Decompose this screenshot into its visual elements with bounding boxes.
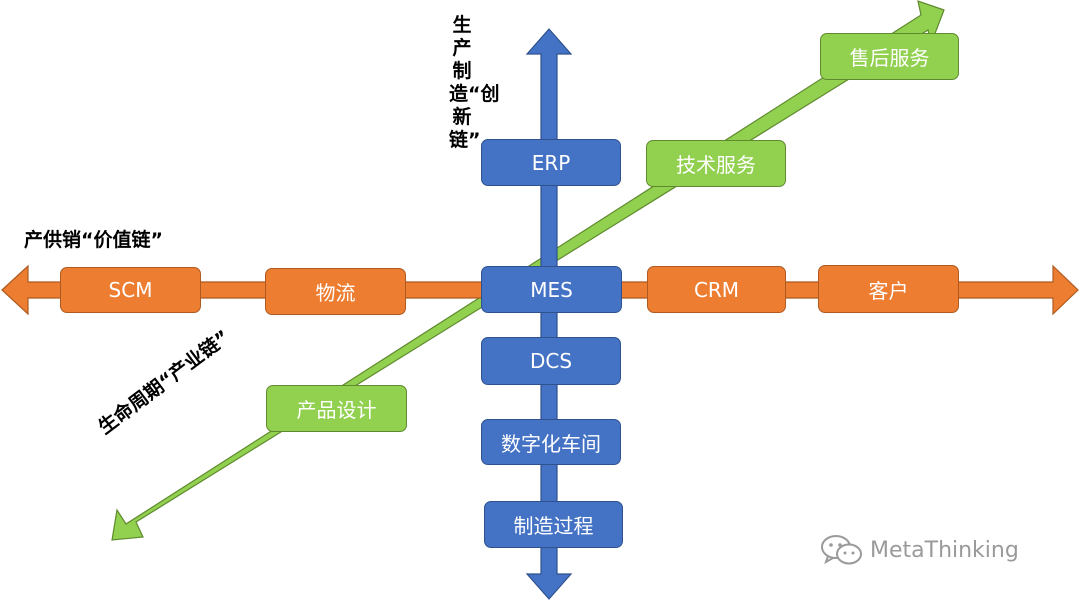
dcs-box: DCS — [481, 337, 621, 385]
value-chain-label: 产供销“价值链” — [24, 229, 163, 251]
crm-box: CRM — [647, 266, 786, 313]
watermark-text: MetaThinking — [870, 537, 1019, 563]
product-design-box: 产品设计 — [266, 385, 407, 432]
vertical-innovation-chain-arrow — [525, 28, 573, 600]
technical-service-box: 技术服务 — [646, 140, 786, 187]
after-sales-service-box: 售后服务 — [820, 33, 959, 80]
wechat-icon — [821, 535, 862, 565]
scm-box: SCM — [60, 267, 201, 313]
watermark: MetaThinking — [820, 534, 1019, 566]
erp-box: ERP — [481, 139, 621, 186]
digital-workshop-box: 数字化车间 — [481, 419, 621, 465]
innovation-chain-label: 生产制造“创新链” — [449, 14, 500, 151]
manufacturing-process-box: 制造过程 — [484, 501, 623, 548]
customer-box: 客户 — [818, 265, 959, 313]
logistics-box: 物流 — [265, 268, 406, 315]
mes-box: MES — [481, 266, 622, 313]
